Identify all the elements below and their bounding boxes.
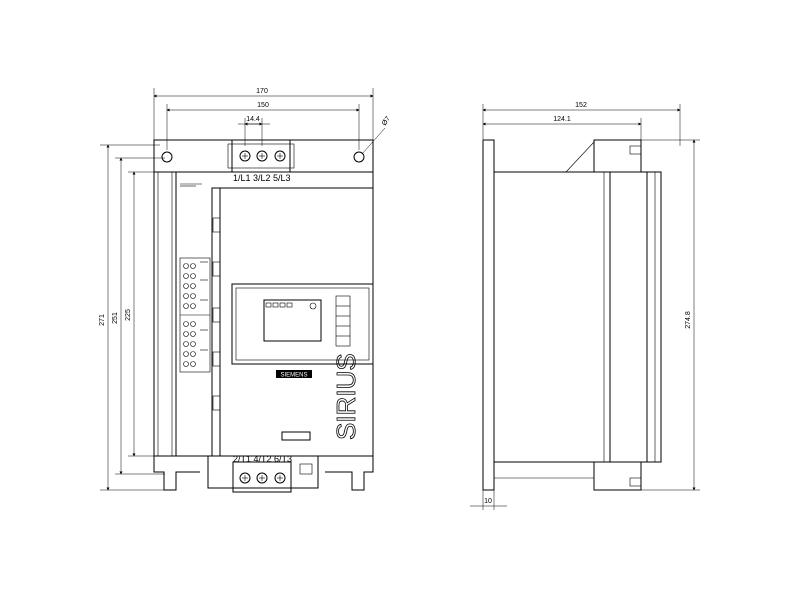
siemens-logo <box>276 370 312 378</box>
dim-flange: 10 <box>484 498 492 505</box>
front-view: 170 150 14.4 Ø7 271 251 225 <box>99 88 392 493</box>
dim-overall-depth: 152 <box>575 102 587 109</box>
top-terminal-labels: 1/L1 3/L2 5/L3 <box>233 173 291 183</box>
dim-terminal-pitch: 14.4 <box>246 116 260 123</box>
dim-hole-height: 251 <box>112 312 119 324</box>
cover-clips <box>212 217 221 411</box>
control-terminals <box>180 261 210 367</box>
dim-height: 274.8 <box>685 311 692 329</box>
bottom-terminal-labels: 2/T1 4/T2 6/T3 <box>233 454 292 464</box>
dim-partial-depth: 124.1 <box>553 116 571 123</box>
brand-text: SIRIUS <box>331 353 361 440</box>
dim-overall-height: 271 <box>99 314 106 326</box>
side-view: 152 124.1 274.8 10 <box>470 102 700 510</box>
dim-body-height: 225 <box>125 309 132 321</box>
dim-overall-width: 170 <box>256 88 268 95</box>
siemens-logo-text: SIEMENS <box>280 373 307 379</box>
dim-hole-spacing: 150 <box>257 102 269 109</box>
dim-hole-diameter: Ø7 <box>381 115 392 127</box>
